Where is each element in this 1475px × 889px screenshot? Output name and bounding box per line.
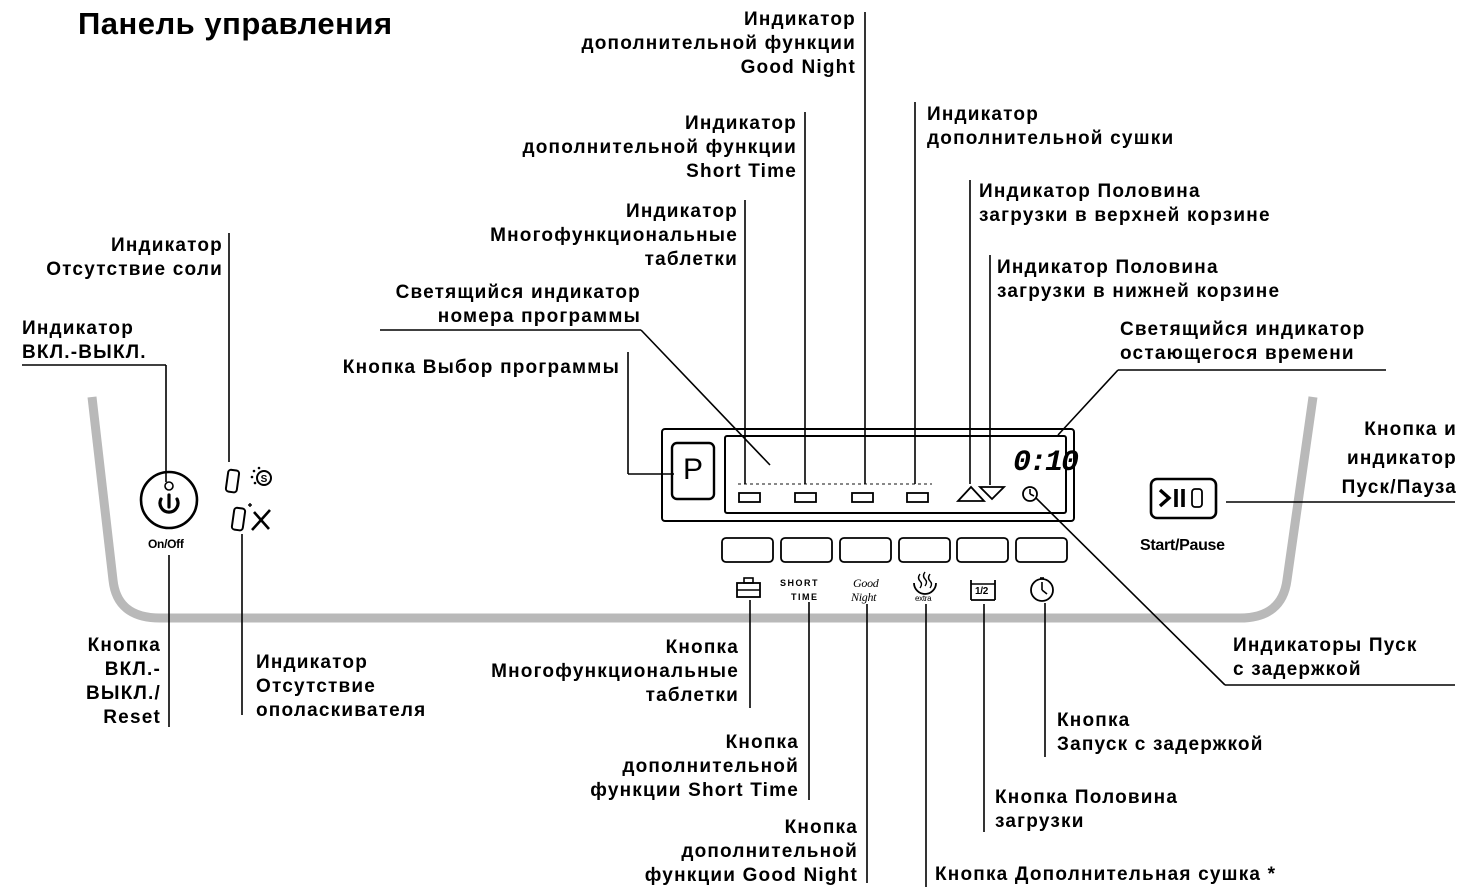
label-delay-indicators: Индикаторы Пуск с задержкой bbox=[1233, 635, 1418, 680]
label-delay-button: Кнопка Запуск с задержкой bbox=[1057, 710, 1264, 755]
extra-dry-icon bbox=[913, 571, 937, 595]
multi-tab-icon bbox=[736, 577, 761, 598]
panel-outline bbox=[87, 396, 1318, 623]
short-time-logo-bottom: TIME bbox=[791, 592, 819, 602]
leader-lines bbox=[22, 12, 1455, 887]
lcd-extra-dry-indicator bbox=[906, 492, 929, 503]
delay-icon bbox=[1030, 577, 1054, 602]
label-program-number-indicator: Светящийся индикатор номера программы bbox=[395, 282, 641, 327]
label-power-indicator: Индикатор ВКЛ.-ВЫКЛ. bbox=[22, 318, 147, 363]
label-extra-dry-indicator: Индикатор дополнительной сушки bbox=[927, 104, 1175, 149]
label-start-pause: Кнопка и индикатор Пуск/Пауза bbox=[1341, 419, 1457, 498]
on-off-caption: On/Off bbox=[148, 537, 184, 551]
good-night-button-shape bbox=[839, 537, 892, 563]
short-time-button-shape bbox=[780, 537, 833, 563]
power-button-drawing bbox=[139, 470, 199, 530]
half-caption: 1/2 bbox=[975, 586, 989, 597]
short-time-logo-top: SHORT bbox=[780, 578, 819, 588]
extra-caption: extra bbox=[915, 594, 932, 603]
lcd-short-time-indicator bbox=[794, 492, 817, 503]
label-half-load-lower: Индикатор Половина загрузки в нижней кор… bbox=[997, 257, 1281, 302]
label-half-load-button: Кнопка Половина загрузки bbox=[995, 787, 1179, 832]
lcd-good-night-indicator bbox=[851, 492, 874, 503]
label-short-time-indicator: Индикатор дополнительной функции Short T… bbox=[522, 113, 797, 182]
label-multi-tab-indicator: Индикатор Многофункциональные таблетки bbox=[490, 201, 738, 270]
half-load-button-shape bbox=[956, 537, 1009, 563]
start-pause-caption: Start/Pause bbox=[1140, 537, 1225, 554]
label-multi-tab-button: Кнопка Многофункциональные таблетки bbox=[491, 637, 739, 706]
lcd-multi-tab-indicator bbox=[738, 492, 761, 503]
time-display: 0:10 bbox=[1013, 446, 1079, 480]
label-salt-indicator: Индикатор Отсутствие соли bbox=[46, 235, 223, 280]
delay-button-shape bbox=[1015, 537, 1068, 563]
start-pause-icon bbox=[1149, 477, 1218, 520]
label-short-time-button: Кнопка дополнительной функции Short Time bbox=[590, 732, 799, 801]
label-half-load-upper: Индикатор Половина загрузки в верхней ко… bbox=[979, 181, 1271, 226]
half-load-icon bbox=[970, 580, 996, 601]
page-title: Панель управления bbox=[78, 6, 393, 41]
label-remaining-time-indicator: Светящийся индикатор остающегося времени bbox=[1120, 319, 1366, 364]
svg-text:S: S bbox=[261, 474, 268, 485]
good-night-logo-top: Good bbox=[853, 576, 879, 590]
extra-dry-button-shape bbox=[898, 537, 951, 563]
salt-icon: S bbox=[250, 466, 272, 486]
rinse-aid-led bbox=[230, 506, 247, 532]
half-load-upper-triangle-icon bbox=[955, 485, 987, 502]
label-good-night-button: Кнопка дополнительной функции Good Night bbox=[644, 817, 858, 886]
multi-tab-button-shape bbox=[721, 537, 774, 563]
program-key bbox=[670, 441, 716, 501]
half-load-lower-triangle-icon bbox=[977, 486, 1007, 501]
label-rinse-aid-indicator: Индикатор Отсутствие ополаскивателя bbox=[256, 652, 427, 721]
rinse-aid-icon bbox=[248, 503, 271, 531]
label-program-button: Кнопка Выбор программы bbox=[342, 357, 620, 378]
label-power-button: Кнопка ВКЛ.- ВЫКЛ./ Reset bbox=[85, 635, 161, 728]
label-good-night-indicator: Индикатор дополнительной функции Good Ni… bbox=[581, 9, 856, 78]
label-extra-dry-button: Кнопка Дополнительная сушка * bbox=[935, 864, 1277, 885]
good-night-logo-bottom: Night bbox=[851, 590, 877, 604]
salt-led bbox=[224, 468, 241, 494]
program-key-label[interactable]: P bbox=[683, 453, 703, 486]
lcd-delay-icon bbox=[1022, 486, 1038, 502]
